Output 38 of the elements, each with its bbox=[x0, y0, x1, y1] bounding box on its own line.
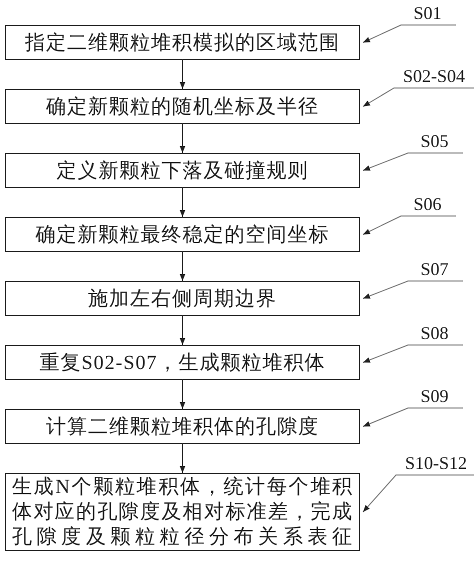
step-text: 定义新颗粒下落及碰撞规则 bbox=[56, 158, 308, 182]
step-text: 生成N个颗粒堆积体，统计每个堆积体对应的孔隙度及相对标准差，完成孔隙度及颗粒粒径分布关系表征 bbox=[12, 474, 353, 550]
leader-line bbox=[362, 408, 464, 427]
step-text: 指定二维颗粒堆积模拟的区域范围 bbox=[25, 30, 340, 54]
arrow bbox=[180, 124, 186, 154]
step-label: S07 bbox=[412, 258, 457, 280]
step-label: S08 bbox=[412, 322, 457, 344]
step-text: 计算二维颗粒堆积体的孔隙度 bbox=[46, 414, 319, 438]
step-label: S06 bbox=[405, 193, 450, 215]
step-label: S05 bbox=[412, 130, 457, 152]
process-box bbox=[5, 281, 360, 316]
arrow bbox=[180, 380, 186, 410]
arrow bbox=[180, 316, 186, 346]
arrow bbox=[180, 188, 186, 218]
process-box bbox=[5, 25, 360, 60]
leader-line bbox=[362, 24, 456, 43]
step-text: 确定新颗粒的随机坐标及半径 bbox=[46, 94, 319, 118]
process-box bbox=[5, 409, 360, 444]
leader-line bbox=[362, 152, 464, 171]
step-text: 重复S02-S07，生成颗粒堆积体 bbox=[40, 350, 326, 374]
process-box bbox=[5, 217, 360, 252]
step-text: 确定新颗粒最终稳定的空间坐标 bbox=[36, 222, 330, 246]
arrow bbox=[180, 444, 186, 474]
process-box bbox=[5, 89, 360, 124]
step-label: S01 bbox=[405, 2, 450, 24]
leader-line bbox=[362, 216, 456, 235]
step-text: 施加左右侧周期边界 bbox=[88, 286, 277, 310]
step-label: S09 bbox=[412, 385, 457, 407]
process-box bbox=[5, 153, 360, 188]
leader-line bbox=[362, 88, 474, 107]
leader-line bbox=[362, 280, 464, 299]
arrow bbox=[180, 252, 186, 282]
arrow bbox=[180, 60, 186, 90]
step-label: S02-S04 bbox=[398, 65, 470, 87]
process-box bbox=[5, 345, 360, 380]
leader-line bbox=[362, 344, 464, 363]
leader-line bbox=[362, 474, 474, 512]
step-label: S10-S12 bbox=[400, 452, 472, 474]
